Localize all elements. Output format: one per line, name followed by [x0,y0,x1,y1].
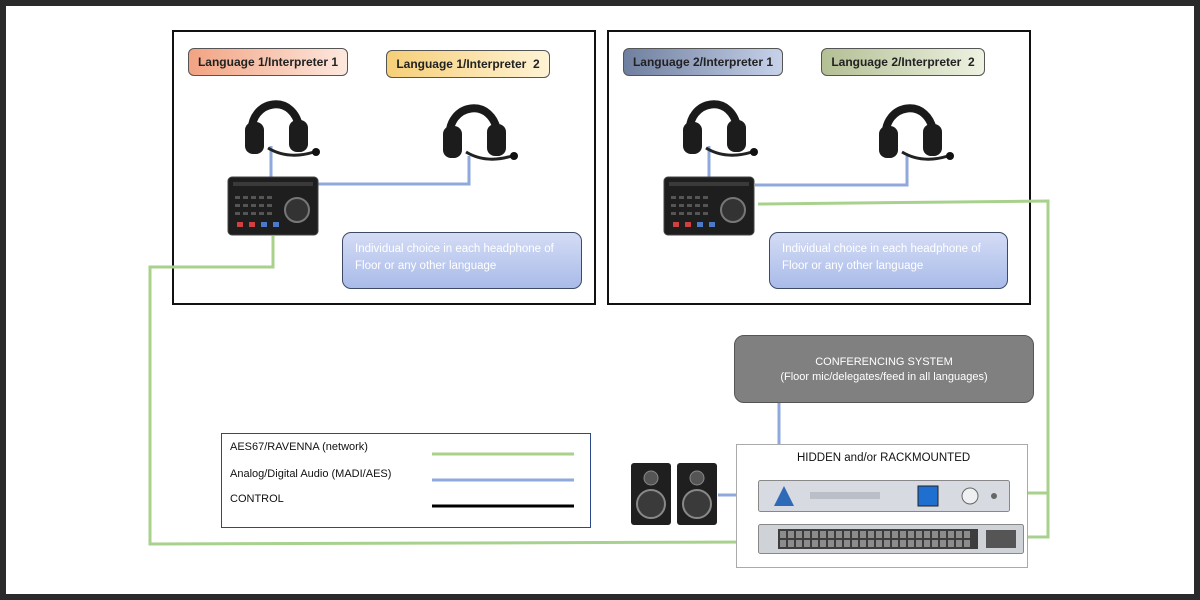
legend-label-network: AES67/RAVENNA (network) [230,441,368,453]
interpreter-label-1-2: Language 1/Interpreter 2 [386,50,550,78]
diagram-canvas: Language 1/Interpreter 1 Language 1/Inte… [6,6,1194,594]
studio-monitor-icon [631,463,717,525]
headset-icon [683,100,758,157]
legend-label-control: CONTROL [230,493,284,505]
headset-icon [443,104,518,161]
rack-label: HIDDEN and/or RACKMOUNTED [797,452,971,464]
headset-icon [245,100,320,157]
audio-interface-icon [227,176,319,236]
network-line-booth1 [148,236,761,546]
headset-icon [879,104,954,161]
audio-line-hp4 [755,156,909,187]
conferencing-subtitle: (Floor mic/delegates/feed in all languag… [780,371,988,383]
interpreter-label-2-2: Language 2/Interpreter 2 [821,48,985,76]
conferencing-title: CONFERENCING SYSTEM [815,356,953,368]
legend-label-audio: Analog/Digital Audio (MADI/AES) [230,468,392,480]
audio-line-hp2 [317,156,471,186]
conferencing-system-box: CONFERENCING SYSTEM (Floor mic/delegates… [734,335,1034,403]
legend-swatches [432,452,574,508]
legend-box: AES67/RAVENNA (network) Analog/Digital A… [221,433,591,528]
network-switch-icon [758,524,1024,554]
audio-interface-icon [663,176,755,236]
booth-note-2: Individual choice in each headphone of F… [769,232,1008,289]
interpreter-label-1-1: Language 1/Interpreter 1 [188,48,348,76]
booth-note-1: Individual choice in each headphone of F… [342,232,582,289]
network-line-booth2 [757,199,1050,539]
interpreter-label-2-1: Language 2/Interpreter 1 [623,48,783,76]
rack-audio-interface-icon [758,480,1010,512]
